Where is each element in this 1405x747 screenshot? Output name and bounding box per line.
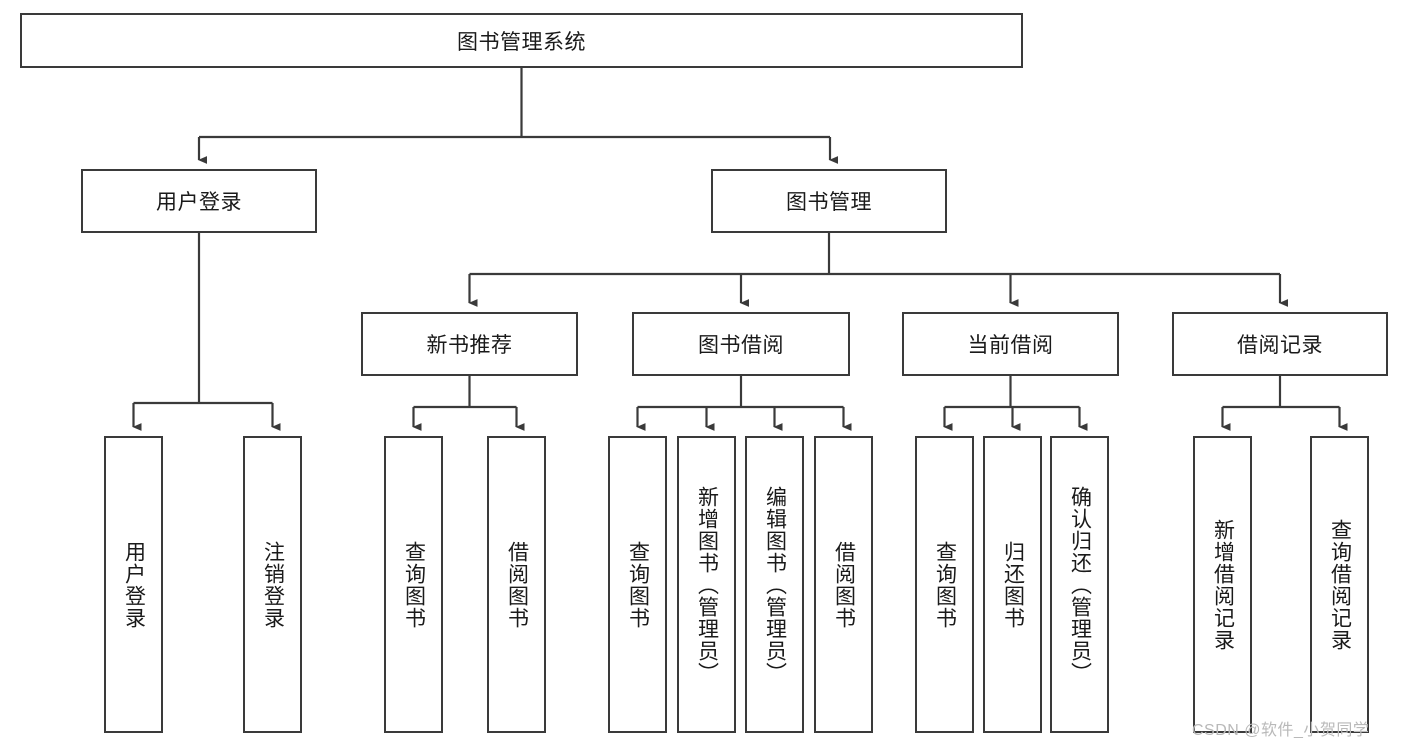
node-label: 新增图书（管理员） (695, 485, 719, 684)
node-label: 图书管理系统 (457, 30, 586, 54)
node-label: 注销登录 (261, 540, 285, 629)
node-label: 查询图书 (933, 540, 957, 629)
node-book-management[interactable]: 图书管理 (711, 169, 947, 233)
node-label: 借阅记录 (1237, 334, 1323, 357)
node-borrow-record[interactable]: 借阅记录 (1172, 312, 1388, 376)
node-leaf-confirm-return[interactable]: 确认归还（管理员） (1050, 436, 1109, 733)
node-label: 查询图书 (402, 540, 426, 629)
node-leaf-borrow-book-recommend[interactable]: 借阅图书 (487, 436, 546, 733)
node-label: 编辑图书（管理员） (763, 485, 787, 684)
node-leaf-borrow-book[interactable]: 借阅图书 (814, 436, 873, 733)
node-label: 用户登录 (122, 540, 146, 629)
node-leaf-query-borrow-record[interactable]: 查询借阅记录 (1310, 436, 1369, 733)
node-root-system[interactable]: 图书管理系统 (20, 13, 1023, 68)
csdn-watermark: CSDN @软件_小贺同学 (1192, 722, 1370, 739)
node-label: 借阅图书 (505, 540, 529, 629)
node-label: 用户登录 (156, 191, 242, 214)
node-leaf-query-book-current[interactable]: 查询图书 (915, 436, 974, 733)
node-new-book-recommend[interactable]: 新书推荐 (361, 312, 578, 376)
node-current-borrow[interactable]: 当前借阅 (902, 312, 1119, 376)
node-label: 查询图书 (626, 540, 650, 629)
node-label: 归还图书 (1001, 540, 1025, 629)
node-label: 确认归还（管理员） (1068, 485, 1092, 684)
node-label: 图书管理 (786, 191, 872, 214)
node-leaf-user-logout[interactable]: 注销登录 (243, 436, 302, 733)
node-user-login[interactable]: 用户登录 (81, 169, 317, 233)
node-label: 查询借阅记录 (1328, 518, 1352, 651)
node-book-borrow[interactable]: 图书借阅 (632, 312, 850, 376)
node-leaf-query-book-borrow[interactable]: 查询图书 (608, 436, 667, 733)
node-label: 借阅图书 (832, 540, 856, 629)
node-leaf-return-book[interactable]: 归还图书 (983, 436, 1042, 733)
node-leaf-query-book-recommend[interactable]: 查询图书 (384, 436, 443, 733)
node-label: 新增借阅记录 (1211, 518, 1235, 651)
node-label: 图书借阅 (698, 334, 784, 357)
node-leaf-add-book[interactable]: 新增图书（管理员） (677, 436, 736, 733)
node-leaf-edit-book[interactable]: 编辑图书（管理员） (745, 436, 804, 733)
node-leaf-add-borrow-record[interactable]: 新增借阅记录 (1193, 436, 1252, 733)
node-leaf-user-login[interactable]: 用户登录 (104, 436, 163, 733)
node-label: 当前借阅 (967, 334, 1054, 357)
node-label: 新书推荐 (426, 334, 513, 357)
